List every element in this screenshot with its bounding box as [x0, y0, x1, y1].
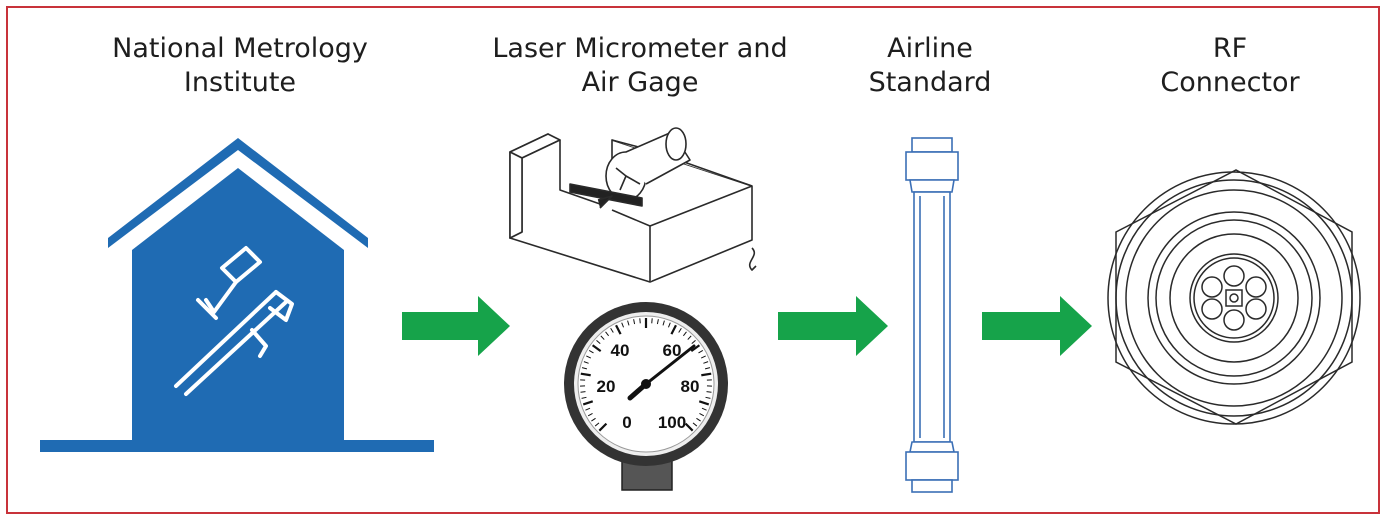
step-label-line1: Airline — [887, 33, 973, 64]
step-label-rf-connector: RF Connector — [1130, 32, 1330, 100]
gauge-tick-mark — [598, 422, 608, 432]
gauge-tick-mark — [582, 400, 594, 406]
gauge-tick-mark — [701, 407, 707, 411]
gauge-tick-mark — [704, 367, 711, 370]
gauge-tick-mark — [698, 349, 704, 354]
gauge-tick-mark — [691, 339, 696, 345]
gauge-tick-60: 60 — [663, 341, 682, 360]
step-label-line1: National Metrology — [112, 33, 368, 64]
step-label-line2: Institute — [183, 67, 297, 98]
gauge-tick-mark — [678, 328, 682, 333]
arrow-right-icon — [982, 296, 1092, 356]
gauge-tick-mark — [581, 367, 588, 370]
gauge-tick-mark — [610, 328, 614, 333]
gauge-tick-mark — [600, 335, 605, 340]
step-label-airline: Airline Standard — [840, 32, 1020, 100]
pressure-gauge-icon: 0 20 40 60 80 100 — [564, 302, 728, 491]
gauge-tick-mark — [586, 355, 592, 359]
gauge-tick-mark — [662, 320, 665, 326]
gauge-tick-mark — [633, 319, 636, 325]
gauge-tick-mark — [591, 417, 596, 422]
gauge-tick-mark — [696, 417, 701, 422]
step-label-line1: RF — [1212, 33, 1248, 64]
gauge-tick-mark — [670, 324, 677, 335]
gauge-tick-mark — [706, 391, 712, 393]
arrow-right-icon — [402, 296, 510, 356]
gauge-tick-mark — [687, 335, 692, 340]
gauge-tick-100: 100 — [658, 413, 686, 432]
gauge-tick-mark — [580, 372, 591, 377]
gauge-tick-mark — [615, 324, 622, 335]
step-label-line2: Air Gage — [581, 67, 699, 98]
gauge-tick-mark — [581, 396, 587, 399]
gauge-tick-mark — [587, 412, 593, 417]
gauge-tick-mark — [596, 339, 601, 345]
gauge-tick-mark — [703, 361, 709, 364]
gauge-tick-mark — [594, 422, 600, 427]
gauge-tick-mark — [588, 349, 594, 354]
gauge-tick-mark — [605, 331, 610, 337]
gauge-tick-mark — [701, 372, 712, 377]
step-label-line2: Connector — [1160, 67, 1300, 98]
gauge-tick-mark — [692, 422, 698, 427]
step-label-micrometer: Laser Micrometer and Air Gage — [460, 32, 820, 100]
rf-connector-icon — [1107, 169, 1361, 425]
gauge-tick-40: 40 — [611, 341, 630, 360]
gauge-tick-mark — [585, 407, 591, 411]
gauge-tick-mark — [690, 344, 701, 352]
step-label-line2: Standard — [868, 67, 992, 98]
gauge-tick-mark — [621, 322, 625, 328]
gauge-tick-mark — [580, 391, 586, 393]
step-label-line1: Laser Micrometer and — [492, 33, 788, 64]
gauge-tick-mark — [627, 320, 630, 326]
gauge-tick-mark — [700, 355, 706, 359]
gauge-tick-mark — [667, 322, 671, 328]
building-caliper-icon — [40, 138, 434, 452]
gauge-tick-80: 80 — [681, 377, 700, 396]
gauge-tick-20: 20 — [597, 377, 616, 396]
gauge-tick-mark — [705, 396, 711, 399]
gauge-tick-mark — [656, 319, 659, 325]
gauge-tick-mark — [682, 331, 687, 337]
gauge-tick-mark — [684, 422, 694, 432]
gauge-tick-mark — [699, 412, 705, 417]
micrometer-icon — [509, 127, 757, 283]
airline-icon — [905, 137, 959, 493]
gauge-tick-mark — [591, 344, 602, 352]
step-label-nmi: National Metrology Institute — [80, 32, 400, 100]
arrow-right-icon — [778, 296, 888, 356]
gauge-tick-0: 0 — [622, 413, 631, 432]
gauge-tick-mark — [698, 400, 710, 406]
gauge-tick-mark — [583, 361, 589, 364]
